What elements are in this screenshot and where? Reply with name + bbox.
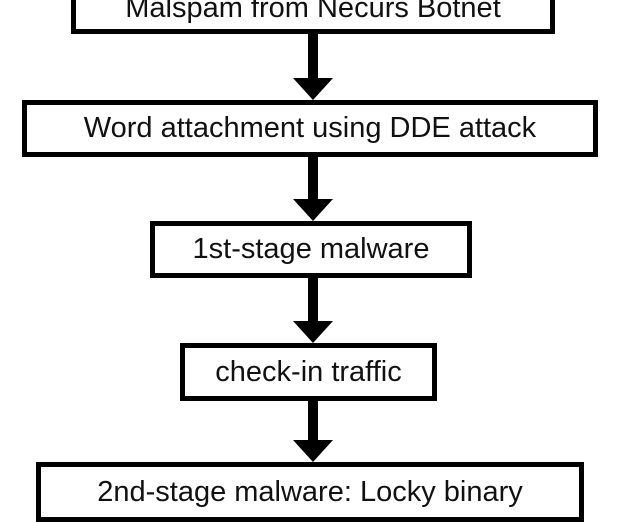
arrow-shaft xyxy=(308,401,318,442)
infection-chain-flowchart: Malspam from Necurs Botnet Word attachme… xyxy=(22,0,598,522)
step-label: 2nd-stage malware: Locky binary xyxy=(97,475,523,508)
step-check-in-traffic: check-in traffic xyxy=(180,343,437,401)
arrow-head xyxy=(293,321,333,343)
step-label: Malspam from Necurs Botnet xyxy=(125,0,501,24)
arrow-shaft xyxy=(308,34,318,80)
step-label: 1st-stage malware xyxy=(192,233,430,265)
arrow-head xyxy=(293,199,333,221)
arrow-shaft xyxy=(308,157,318,201)
step-word-attachment: Word attachment using DDE attack xyxy=(22,100,598,157)
step-first-stage-malware: 1st-stage malware xyxy=(150,221,472,278)
down-arrow-icon xyxy=(293,401,333,462)
step-malspam: Malspam from Necurs Botnet xyxy=(71,0,555,34)
step-label: check-in traffic xyxy=(215,355,402,388)
down-arrow-icon xyxy=(293,278,333,343)
arrow-head xyxy=(293,440,333,462)
down-arrow-icon xyxy=(293,34,333,100)
step-label: Word attachment using DDE attack xyxy=(83,112,537,144)
down-arrow-icon xyxy=(293,157,333,221)
arrow-head xyxy=(293,78,333,100)
step-second-stage-malware: 2nd-stage malware: Locky binary xyxy=(36,462,584,522)
arrow-shaft xyxy=(308,278,318,323)
